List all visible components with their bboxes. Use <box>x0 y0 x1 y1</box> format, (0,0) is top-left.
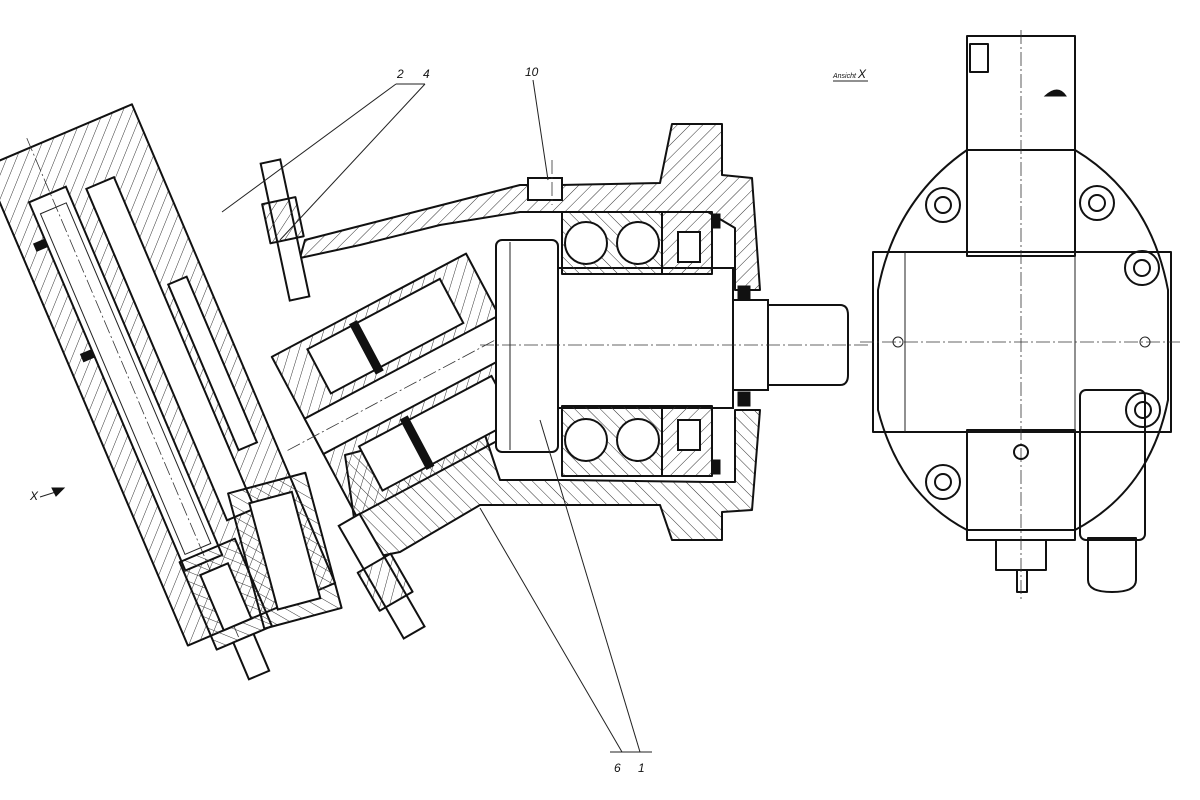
label-view-x-letter: X <box>857 67 867 81</box>
bolt-hole-2 <box>1079 185 1115 221</box>
leader-lines <box>221 79 652 753</box>
bolt-hole-5 <box>1125 392 1161 428</box>
view-direction-arrow <box>39 487 66 498</box>
bolt-hole-1 <box>925 187 961 223</box>
label-part-4: 4 <box>423 67 430 81</box>
drive-shaft <box>557 267 734 409</box>
label-part-10: 10 <box>525 65 539 79</box>
label-part-2: 2 <box>396 67 404 81</box>
ball-bearing-4 <box>616 418 660 462</box>
label-part-6: 6 <box>614 761 621 775</box>
plug-10 <box>527 177 563 201</box>
ball-bearing-2 <box>616 221 660 265</box>
piston-upper <box>306 277 465 395</box>
bolt-hole-4 <box>925 464 961 500</box>
shaft-journal <box>767 304 849 386</box>
sectional-view <box>0 103 870 681</box>
view-x <box>860 30 1180 600</box>
ball-bearing-1 <box>564 221 608 265</box>
bolt-hole-3 <box>1124 250 1160 286</box>
view-x-flange-body <box>877 149 1169 531</box>
label-part-1: 1 <box>638 761 645 775</box>
label-view-x-prefix: Ansicht <box>832 73 857 80</box>
control-spring <box>39 202 212 556</box>
ball-bearing-3 <box>564 418 608 462</box>
label-arrow-x: X <box>29 489 39 503</box>
drive-flange <box>495 239 559 453</box>
